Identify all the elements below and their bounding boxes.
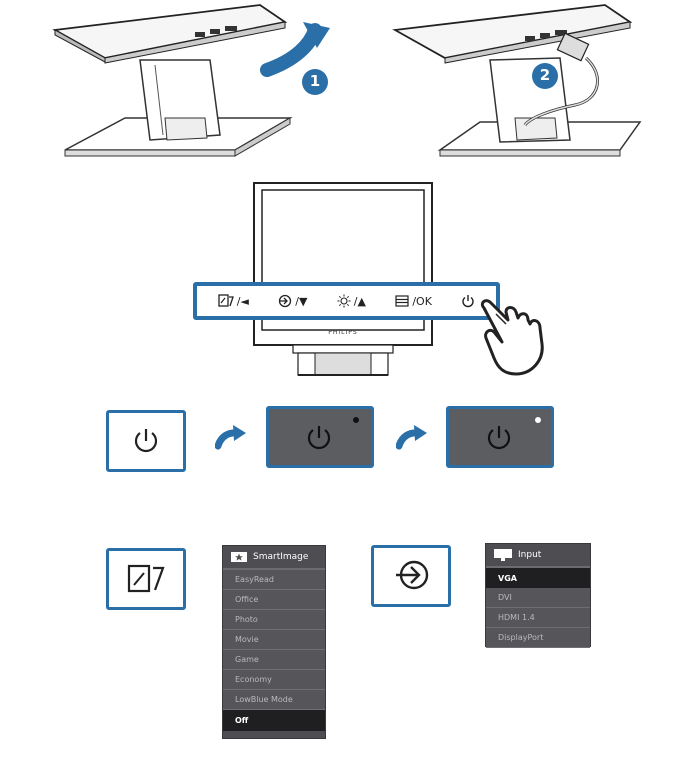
brightness-key[interactable]: /▲ xyxy=(337,294,366,308)
smartimage-option[interactable]: Office xyxy=(223,590,325,610)
input-menu: Input VGA DVI HDMI 1.4 DisplayPort xyxy=(485,543,591,648)
tilt-monitor-illustration: 1 xyxy=(45,0,345,175)
monitor-icon xyxy=(494,549,512,561)
menu-key-label: /OK xyxy=(412,294,432,308)
menu-key[interactable]: /OK xyxy=(395,295,432,308)
input-key[interactable]: /▼ xyxy=(278,294,307,308)
smartimage-menu-header: SmartImage xyxy=(223,546,325,570)
step-2-badge: 2 xyxy=(539,66,551,84)
input-menu-header: Input xyxy=(486,544,590,568)
sequence-arrow-icon xyxy=(215,424,247,450)
power-icon xyxy=(487,417,541,450)
input-icon xyxy=(396,560,429,590)
led-indicator-on xyxy=(535,417,541,423)
power-key[interactable] xyxy=(461,294,475,308)
smartimage-option[interactable]: Economy xyxy=(223,670,325,690)
input-option[interactable]: HDMI 1.4 xyxy=(486,608,590,628)
power-icon xyxy=(307,417,359,450)
star-icon xyxy=(231,552,247,562)
connect-cable-illustration: 2 xyxy=(390,0,650,178)
smartimage-option-selected[interactable]: Off xyxy=(223,710,325,731)
smartimage-menu: SmartImage EasyRead Office Photo Movie G… xyxy=(222,545,326,739)
smartimage-menu-title: SmartImage xyxy=(253,552,309,562)
input-option[interactable]: DVI xyxy=(486,588,590,608)
input-menu-title: Input xyxy=(518,550,542,560)
smartimage-key-label: /◄ xyxy=(236,294,249,308)
brightness-icon xyxy=(337,294,351,308)
smartimage-button[interactable] xyxy=(106,548,186,610)
menu-icon xyxy=(395,295,409,307)
sequence-arrow-icon xyxy=(396,424,428,450)
brightness-key-label: /▲ xyxy=(353,294,366,308)
smartimage-option[interactable]: LowBlue Mode xyxy=(223,690,325,710)
smartimage-option[interactable]: Game xyxy=(223,650,325,670)
smartimage-key[interactable]: /◄ xyxy=(218,294,249,308)
led-indicator-off xyxy=(353,417,359,423)
input-icon xyxy=(279,294,292,308)
power-icon xyxy=(134,429,158,453)
control-key-bar: /◄ /▼ /▲ /OK xyxy=(193,282,500,320)
smartimage-icon xyxy=(127,564,165,593)
power-button-led-off[interactable] xyxy=(266,406,374,468)
smartimage-option[interactable]: Photo xyxy=(223,610,325,630)
input-button[interactable] xyxy=(371,545,451,607)
pointing-hand-icon xyxy=(476,298,556,378)
monitor-brand-label: PHILIPS xyxy=(328,329,358,336)
monitor-front: PHILIPS xyxy=(253,182,433,380)
input-option-selected[interactable]: VGA xyxy=(486,568,590,588)
input-key-label: /▼ xyxy=(295,294,308,308)
smartimage-icon xyxy=(218,294,234,307)
step-1-badge: 1 xyxy=(309,72,321,90)
power-button-off[interactable] xyxy=(106,410,186,472)
input-option[interactable]: DisplayPort xyxy=(486,628,590,648)
power-icon xyxy=(462,295,474,308)
power-button-led-on[interactable] xyxy=(446,406,554,468)
smartimage-option[interactable]: EasyRead xyxy=(223,570,325,590)
smartimage-option[interactable]: Movie xyxy=(223,630,325,650)
